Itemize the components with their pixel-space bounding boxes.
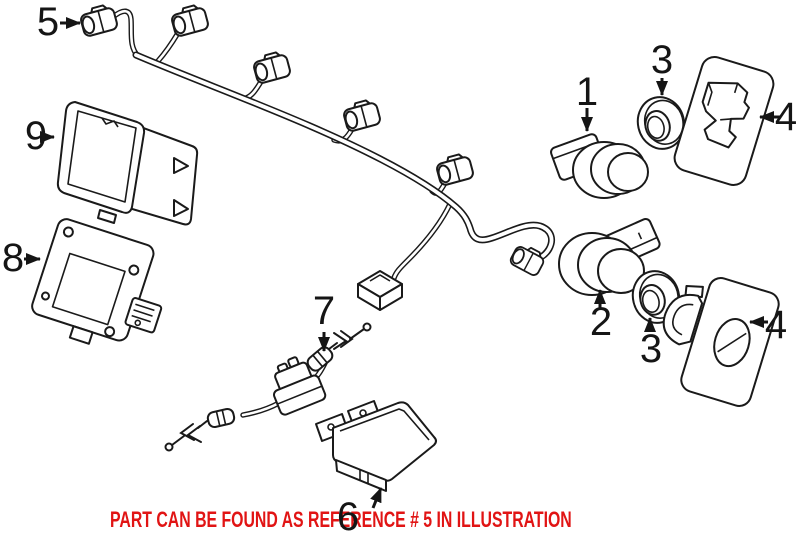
harness-plug-1 <box>77 2 120 39</box>
callout-6-label: 6 <box>336 495 360 539</box>
callout-8-label: 8 <box>1 236 25 280</box>
control-module-9 <box>56 101 199 226</box>
callout-7-label: 7 <box>312 289 336 333</box>
arrow-to-part-6 <box>370 487 383 509</box>
control-module-6 <box>315 400 437 492</box>
harness-square-connector <box>357 270 403 311</box>
callout-2-label: 2 <box>589 300 613 344</box>
callout-5-label: 5 <box>36 0 60 44</box>
cable-7-connector-block <box>273 356 327 416</box>
callout-3-lower-label: 3 <box>639 327 663 371</box>
harness-plug-4 <box>340 97 383 134</box>
parking-sensor-1 <box>550 133 649 199</box>
wiring-harness <box>77 2 556 311</box>
callout-4-lower-label: 4 <box>764 303 788 347</box>
harness-plug-3 <box>250 49 293 86</box>
harness-end-plug <box>507 240 548 278</box>
callout-3-upper-label: 3 <box>650 38 674 82</box>
cable-7-ferrule-lower <box>206 407 236 429</box>
harness-plug-5 <box>433 151 476 188</box>
reference-note: PART CAN BE FOUND AS REFERENCE # 5 IN IL… <box>110 507 572 532</box>
control-module-8 <box>31 218 163 345</box>
parking-sensor-2 <box>558 218 661 296</box>
callout-1-label: 1 <box>575 70 599 114</box>
harness-plug-2 <box>168 2 211 39</box>
bracket-4-lower <box>662 277 780 407</box>
callout-4-upper-label: 4 <box>774 95 798 139</box>
grommet-3-upper <box>636 96 686 150</box>
module-8-connector-stub <box>124 297 163 334</box>
antenna-cable-7 <box>164 322 372 452</box>
callout-9-label: 9 <box>24 114 48 158</box>
bracket-4-upper <box>673 55 775 187</box>
callout-arrows <box>24 17 780 509</box>
